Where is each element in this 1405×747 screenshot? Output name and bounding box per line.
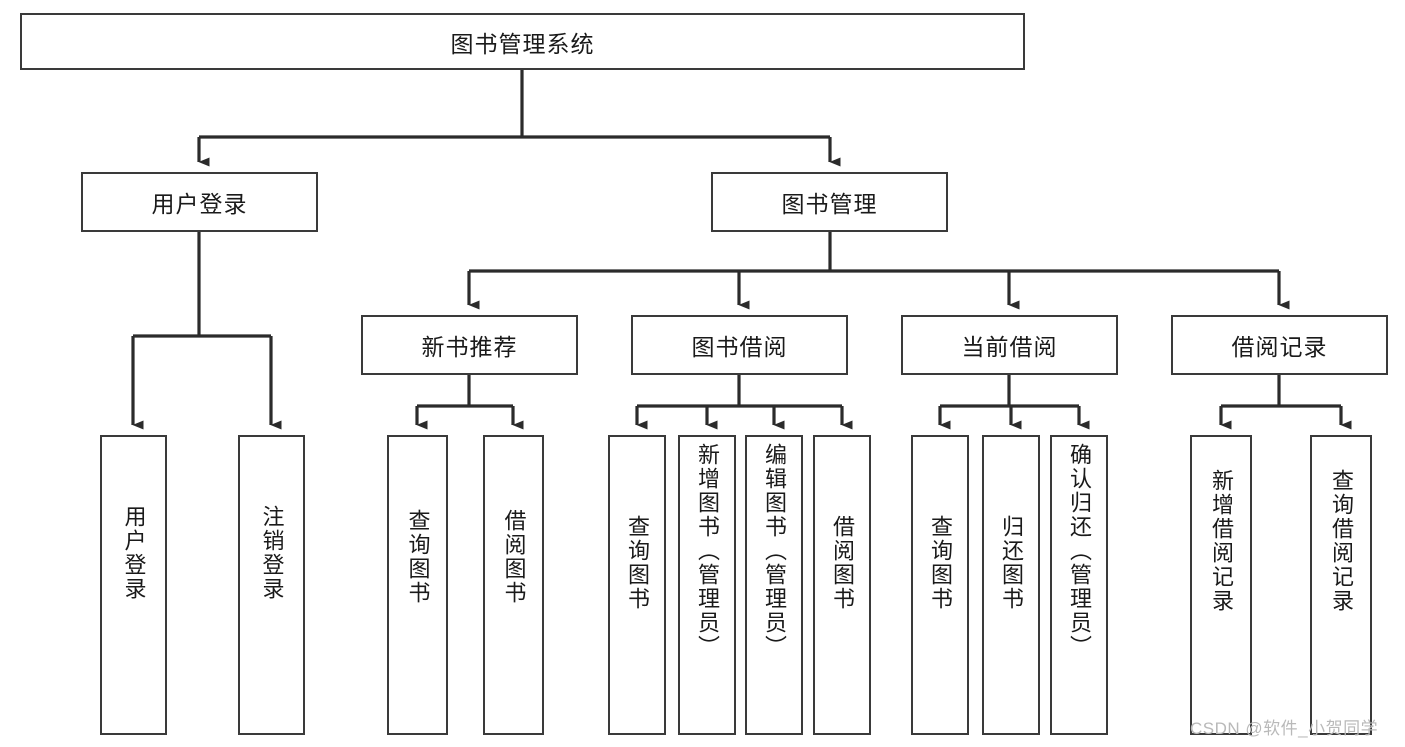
leaf-add-borrow-record[interactable]: 新增借阅记录: [1190, 435, 1252, 735]
leaf-query-book-recommend-label: 查询图书: [405, 509, 431, 605]
leaf-add-borrow-record-label: 新增借阅记录: [1208, 469, 1234, 613]
leaf-borrow-book-recommend[interactable]: 借阅图书: [483, 435, 544, 735]
node-borrow-record[interactable]: 借阅记录: [1171, 315, 1388, 375]
leaf-add-book-admin[interactable]: 新增图书（管理员）: [678, 435, 736, 735]
leaf-query-book-current-label: 查询图书: [927, 515, 953, 611]
node-borrow-record-label: 借阅记录: [1231, 334, 1328, 360]
node-book-borrow-label: 图书借阅: [691, 334, 788, 360]
leaf-add-book-admin-label: 新增图书（管理员）: [694, 443, 720, 659]
leaf-query-borrow-record-label: 查询借阅记录: [1328, 469, 1354, 613]
node-root-label: 图书管理系统: [450, 30, 595, 57]
leaf-confirm-return-admin-label: 确认归还（管理员）: [1066, 443, 1092, 659]
node-current-borrow-label: 当前借阅: [961, 334, 1058, 360]
csdn-watermark: CSDN @软件_小贺同学: [1190, 719, 1379, 738]
leaf-return-book-label: 归还图书: [998, 515, 1024, 611]
node-current-borrow[interactable]: 当前借阅: [901, 315, 1118, 375]
node-root-system[interactable]: 图书管理系统: [20, 13, 1025, 70]
leaf-user-logout-label: 注销登录: [259, 505, 285, 601]
node-new-book-recommend-label: 新书推荐: [421, 334, 518, 360]
leaf-edit-book-admin-label: 编辑图书（管理员）: [761, 443, 787, 659]
leaf-borrow-book-recommend-label: 借阅图书: [501, 509, 527, 605]
node-user-login-label: 用户登录: [151, 191, 248, 217]
leaf-confirm-return-admin[interactable]: 确认归还（管理员）: [1050, 435, 1108, 735]
leaf-user-login[interactable]: 用户登录: [100, 435, 167, 735]
node-book-borrow[interactable]: 图书借阅: [631, 315, 848, 375]
leaf-user-logout[interactable]: 注销登录: [238, 435, 305, 735]
leaf-query-book-borrow[interactable]: 查询图书: [608, 435, 666, 735]
node-book-manage[interactable]: 图书管理: [711, 172, 948, 232]
leaf-query-book-borrow-label: 查询图书: [624, 515, 650, 611]
node-user-login[interactable]: 用户登录: [81, 172, 318, 232]
leaf-query-book-current[interactable]: 查询图书: [911, 435, 969, 735]
leaf-return-book[interactable]: 归还图书: [982, 435, 1040, 735]
node-new-book-recommend[interactable]: 新书推荐: [361, 315, 578, 375]
leaf-query-book-recommend[interactable]: 查询图书: [387, 435, 448, 735]
leaf-user-login-label: 用户登录: [121, 505, 147, 601]
leaf-borrow-book[interactable]: 借阅图书: [813, 435, 871, 735]
leaf-query-borrow-record[interactable]: 查询借阅记录: [1310, 435, 1372, 735]
leaf-borrow-book-label: 借阅图书: [829, 515, 855, 611]
leaf-edit-book-admin[interactable]: 编辑图书（管理员）: [745, 435, 803, 735]
node-book-manage-label: 图书管理: [781, 191, 878, 217]
